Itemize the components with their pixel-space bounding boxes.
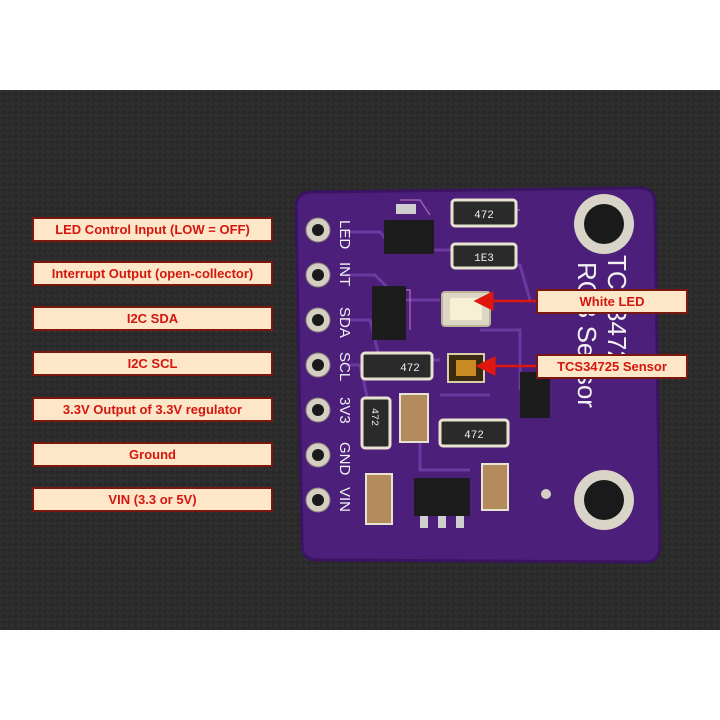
transistor-right (520, 372, 550, 418)
pin-label-3v3: 3V3 (336, 397, 353, 424)
pin-silkscreen-labels: LED INT SDA SCL 3V3 GND VIN (336, 220, 353, 512)
pin-label-gnd: GND (336, 442, 353, 476)
resistor-r3-code: 472 (400, 363, 420, 375)
header-pins (305, 217, 331, 513)
label-3v3-output: 3.3V Output of 3.3V regulator (32, 397, 273, 422)
resistor-r1-code: 472 (474, 210, 494, 222)
label-vin: VIN (3.3 or 5V) (32, 487, 273, 512)
transistor-left (372, 286, 406, 340)
pin-label-scl: SCL (336, 352, 353, 381)
resistor-r3: 472 (360, 351, 434, 381)
label-ground: Ground (32, 442, 273, 467)
resistor-r4-code: 472 (368, 408, 379, 426)
regulator-top (384, 204, 434, 254)
capacitors (365, 393, 509, 525)
label-tcs34725-sensor: TCS34725 Sensor (536, 354, 688, 379)
mounting-hole-top (574, 194, 634, 254)
pin-label-int: INT (336, 262, 353, 286)
label-white-led: White LED (536, 289, 688, 314)
resistor-r4: 472 (360, 396, 392, 450)
resistor-r5: 472 (438, 418, 510, 448)
label-led-control-input: LED Control Input (LOW = OFF) (32, 217, 273, 242)
pin-label-led: LED (336, 220, 353, 249)
label-i2c-scl: I2C SCL (32, 351, 273, 376)
resistor-r5-code: 472 (464, 430, 484, 442)
label-interrupt-output: Interrupt Output (open-collector) (32, 261, 273, 286)
label-i2c-sda: I2C SDA (32, 306, 273, 331)
pin-label-vin: VIN (336, 487, 353, 512)
resistor-r2-code: 1E3 (474, 253, 494, 265)
white-led (441, 291, 491, 327)
tcs34725-sensor-chip (447, 353, 485, 383)
resistor-r2: 1E3 (450, 242, 518, 270)
resistor-r1: 472 (450, 198, 518, 228)
mounting-hole-bottom (574, 470, 634, 530)
regulator-bottom (414, 478, 470, 528)
board-subtitle-silkscreen: RGB Sensor (572, 262, 602, 408)
pin-label-sda: SDA (336, 307, 353, 338)
